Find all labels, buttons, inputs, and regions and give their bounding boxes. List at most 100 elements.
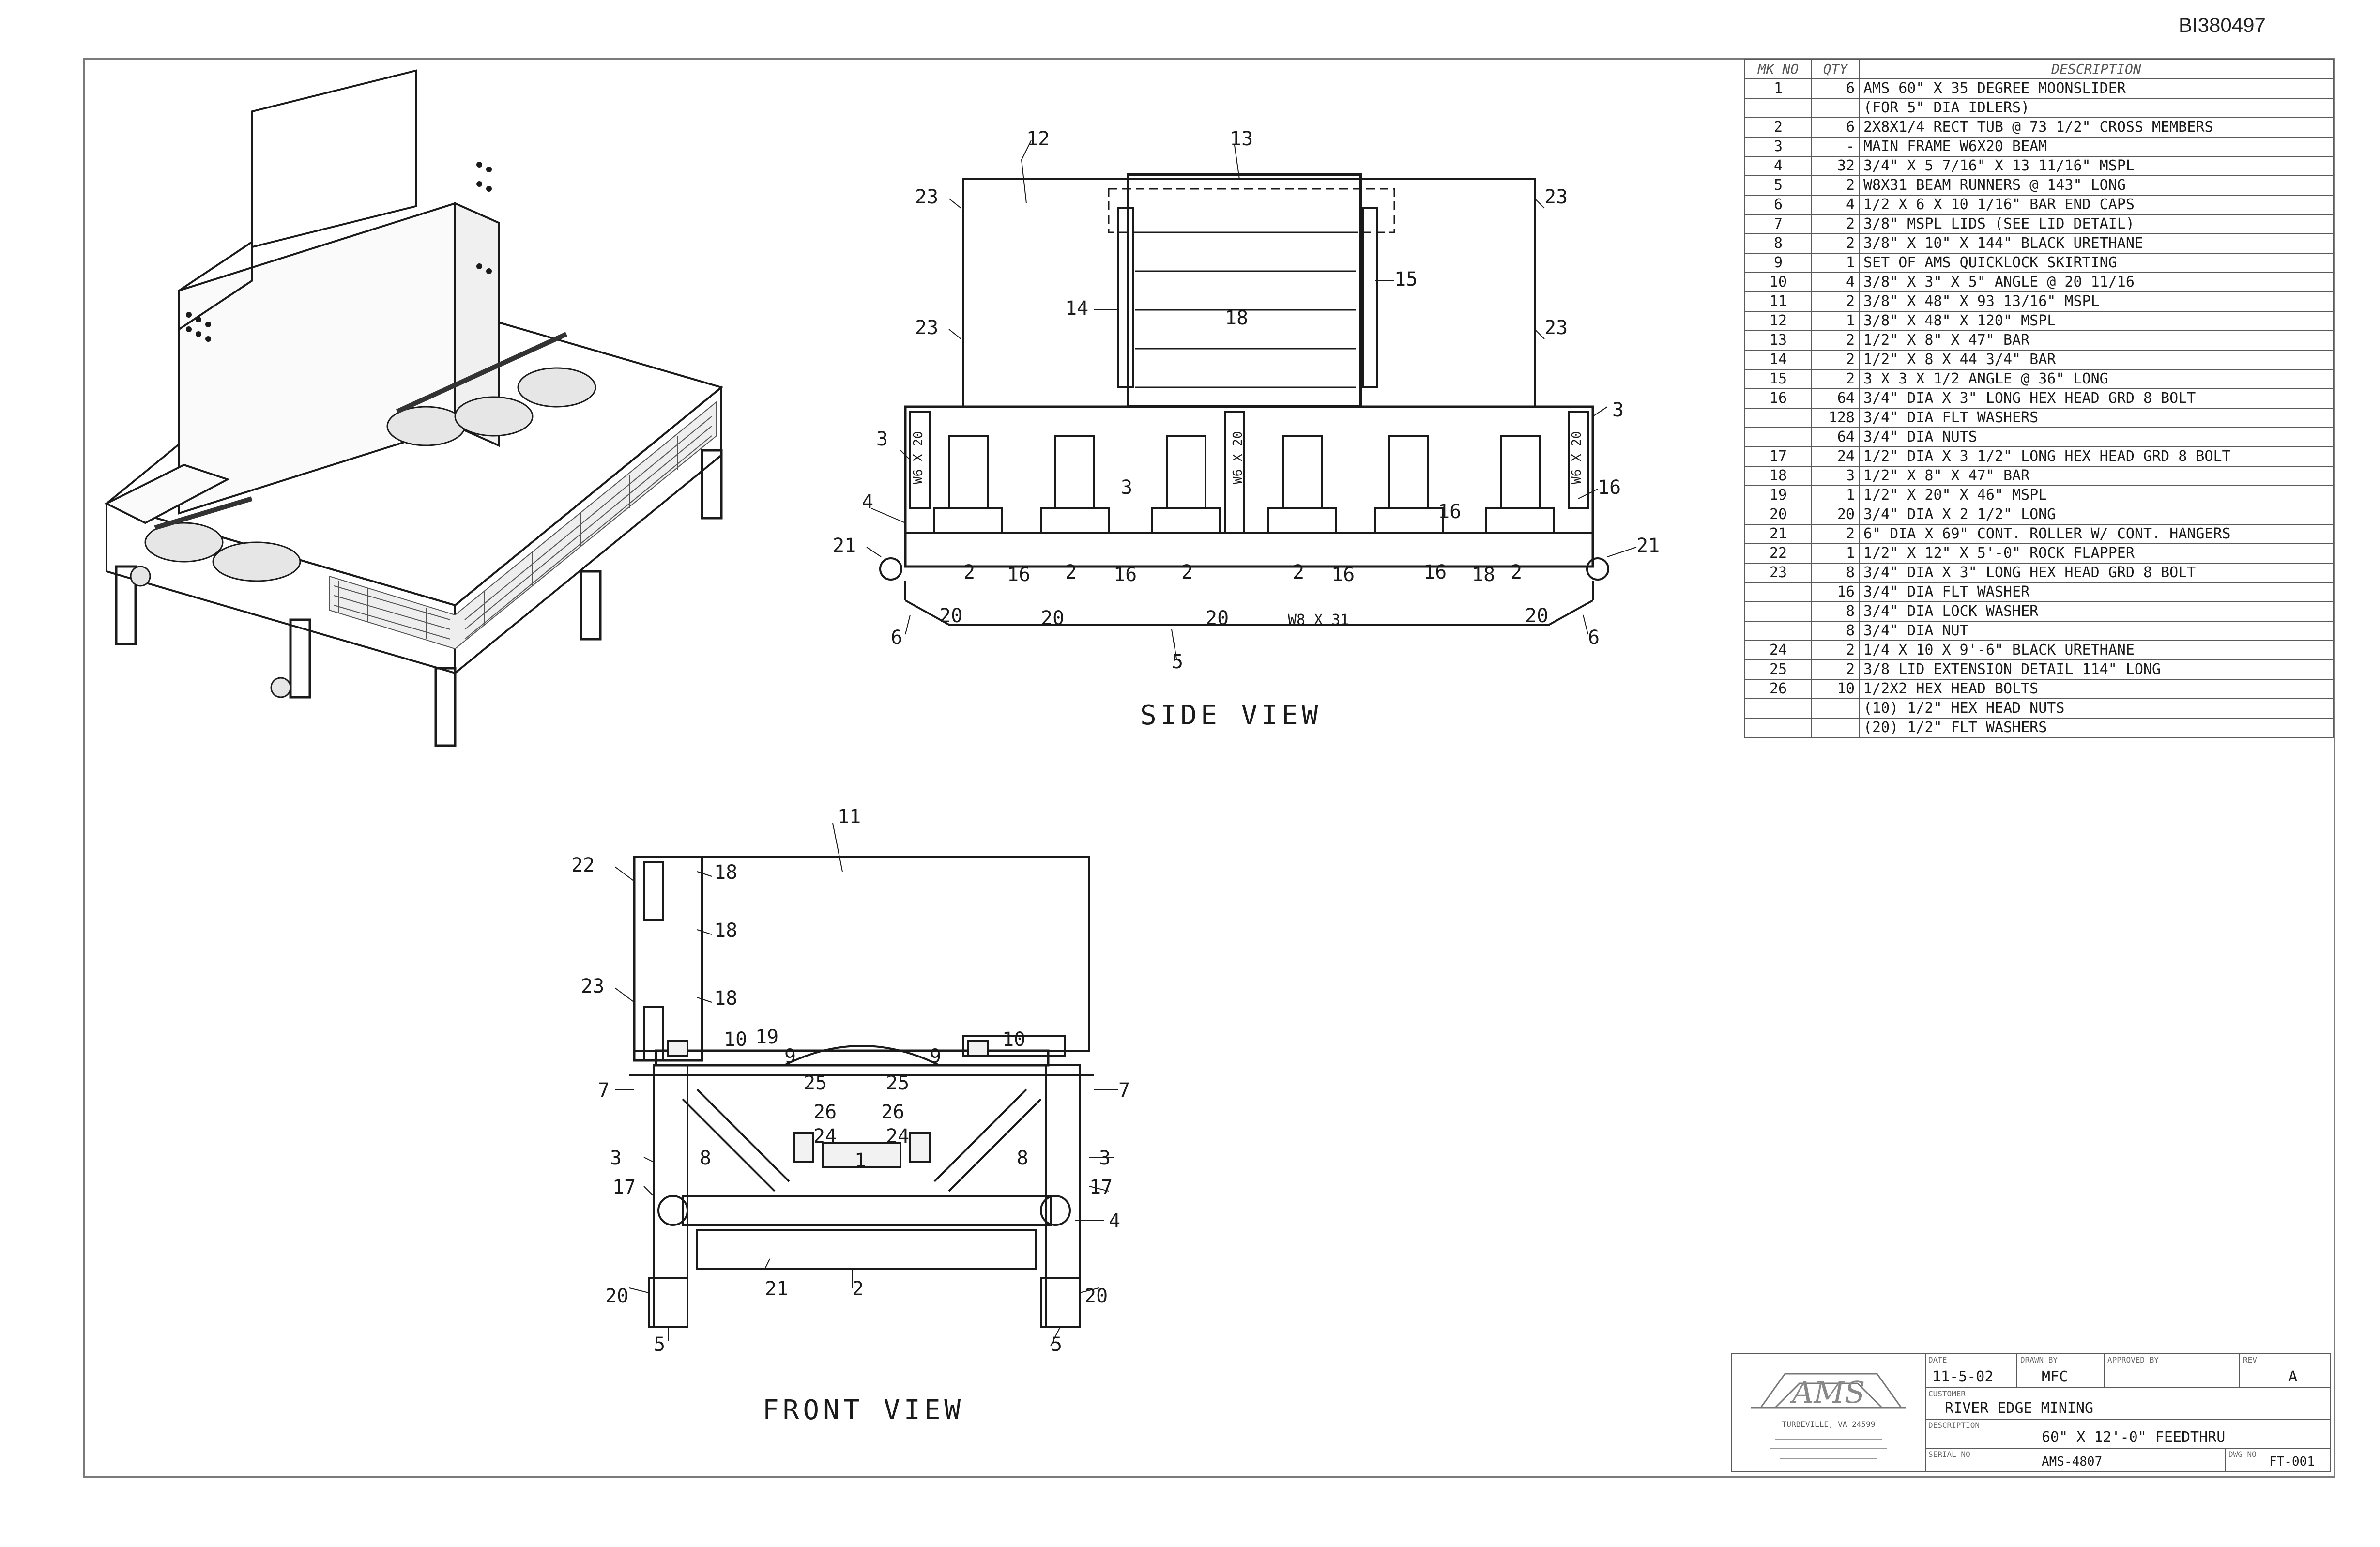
bom-mark-cell — [1744, 98, 1812, 118]
revision-caption: REV — [2243, 1355, 2257, 1364]
bom-description-cell: MAIN FRAME W6X20 BEAM — [1859, 137, 2334, 157]
bom-mark-cell: 14 — [1744, 350, 1812, 370]
callout: 3 — [876, 428, 888, 450]
callout: 4 — [862, 491, 873, 513]
bom-description-cell: 3/4" DIA X 2 1/2" LONG — [1859, 505, 2334, 525]
callout: 20 — [1205, 607, 1229, 629]
callout: 6 — [1588, 627, 1600, 649]
bom-description-cell: 1/2" X 20" X 46" MSPL — [1859, 485, 2334, 505]
callout: 25 — [804, 1072, 827, 1094]
bom-mark-cell: 24 — [1744, 640, 1812, 660]
callout: 9 — [930, 1045, 941, 1068]
bom-row: (10) 1/2" HEX HEAD NUTS — [1744, 698, 2334, 719]
callout: 7 — [1118, 1079, 1130, 1102]
callout: 1 — [854, 1149, 866, 1172]
bom-qty-cell: 8 — [1811, 601, 1860, 622]
bom-mark-cell — [1744, 698, 1812, 719]
callout: 2 — [963, 561, 975, 583]
bom-mark-cell: 20 — [1744, 505, 1812, 525]
bom-qty-cell: 3 — [1811, 466, 1860, 486]
bom-description-cell: 1/2 X 6 X 10 1/16" BAR END CAPS — [1859, 195, 2334, 215]
bom-mark-cell: 1 — [1744, 78, 1812, 99]
bom-qty-cell: 1 — [1811, 485, 1860, 505]
drawn-by-cell: DRAWN BY MFC — [2017, 1354, 2105, 1388]
bom-description-cell: 3/8 LID EXTENSION DETAIL 114" LONG — [1859, 659, 2334, 680]
callout: 17 — [612, 1176, 636, 1198]
callout: 16 — [1331, 564, 1355, 586]
revision-cell: REV A — [2240, 1354, 2330, 1388]
bom-description-cell: 1/4 X 10 X 9'-6" BLACK URETHANE — [1859, 640, 2334, 660]
callout: 7 — [598, 1079, 610, 1102]
drawing-border — [83, 58, 2335, 1478]
callout: 18 — [714, 919, 737, 942]
bom-qty-cell: 1 — [1811, 543, 1860, 564]
callout: 16 — [1007, 564, 1030, 586]
callout: 9 — [784, 1045, 796, 1068]
beam-label: W6 X 20 — [1231, 431, 1245, 484]
front-view-title: FRONT VIEW — [763, 1394, 965, 1426]
approved-by-caption: APPROVED BY — [2107, 1355, 2159, 1364]
bom-qty-cell: 128 — [1811, 408, 1860, 428]
callout: 2 — [1510, 561, 1522, 583]
bom-description-cell: 2X8X1/4 RECT TUB @ 73 1/2" CROSS MEMBERS — [1859, 117, 2334, 138]
bom-qty-cell: 2 — [1811, 369, 1860, 389]
bom-mark-cell: 17 — [1744, 446, 1812, 467]
bom-mark-cell — [1744, 427, 1812, 447]
bom-qty-cell — [1811, 698, 1860, 719]
callout: 18 — [1472, 564, 1495, 586]
bom-mark-cell: 12 — [1744, 311, 1812, 331]
bom-description-cell: 3/4" DIA X 3" LONG HEX HEAD GRD 8 BOLT — [1859, 388, 2334, 409]
serial-value: AMS-4807 — [2042, 1455, 2103, 1469]
bom-description-cell: (FOR 5" DIA IDLERS) — [1859, 98, 2334, 118]
bom-description-cell: 3/4" DIA FLT WASHER — [1859, 582, 2334, 602]
callout: 21 — [765, 1278, 788, 1300]
callout: 5 — [654, 1333, 665, 1356]
serial-caption: SERIAL NO — [1928, 1450, 1970, 1459]
company-logo: AMS TURBEVILLE, VA 24599 — [1732, 1354, 1926, 1471]
callout: 18 — [714, 987, 737, 1010]
bom-qty-cell: 16 — [1811, 582, 1860, 602]
bom-description-cell: 1/2" X 12" X 5'-0" ROCK FLAPPER — [1859, 543, 2334, 564]
bom-mark-cell: 9 — [1744, 253, 1812, 273]
bom-qty-cell: 20 — [1811, 505, 1860, 525]
callout: 2 — [1293, 561, 1304, 583]
bom-mark-cell: 16 — [1744, 388, 1812, 409]
side-view-title: SIDE VIEW — [1140, 700, 1322, 731]
bom-description-cell: 3/4" X 5 7/16" X 13 11/16" MSPL — [1859, 156, 2334, 176]
callout: 4 — [1109, 1210, 1120, 1232]
bom-mark-cell: 13 — [1744, 330, 1812, 351]
bom-qty-cell: 64 — [1811, 388, 1860, 409]
bom-row: (FOR 5" DIA IDLERS) — [1744, 98, 2334, 118]
bom-mark-cell: 6 — [1744, 195, 1812, 215]
bom-mark-cell: 23 — [1744, 563, 1812, 583]
callout: 10 — [1002, 1028, 1025, 1051]
bom-description-cell: 6" DIA X 69" CONT. ROLLER W/ CONT. HANGE… — [1859, 524, 2334, 544]
revision-value: A — [2288, 1368, 2298, 1385]
bom-description-cell: 3/4" DIA NUT — [1859, 621, 2334, 641]
callout: 21 — [1636, 535, 1660, 557]
callout: 2 — [852, 1278, 864, 1300]
drawn-by-value: MFC — [2042, 1368, 2068, 1385]
bom-qty-cell: 2 — [1811, 175, 1860, 196]
bom-header-description: DESCRIPTION — [1859, 59, 2334, 79]
callout: 20 — [1525, 605, 1548, 627]
bom-qty-cell: 2 — [1811, 214, 1860, 234]
callout: 25 — [886, 1072, 909, 1094]
bom-mark-cell: 21 — [1744, 524, 1812, 544]
logo-text: AMS — [1790, 1375, 1865, 1410]
bom-description-cell: 3/8" X 48" X 93 13/16" MSPL — [1859, 291, 2334, 312]
